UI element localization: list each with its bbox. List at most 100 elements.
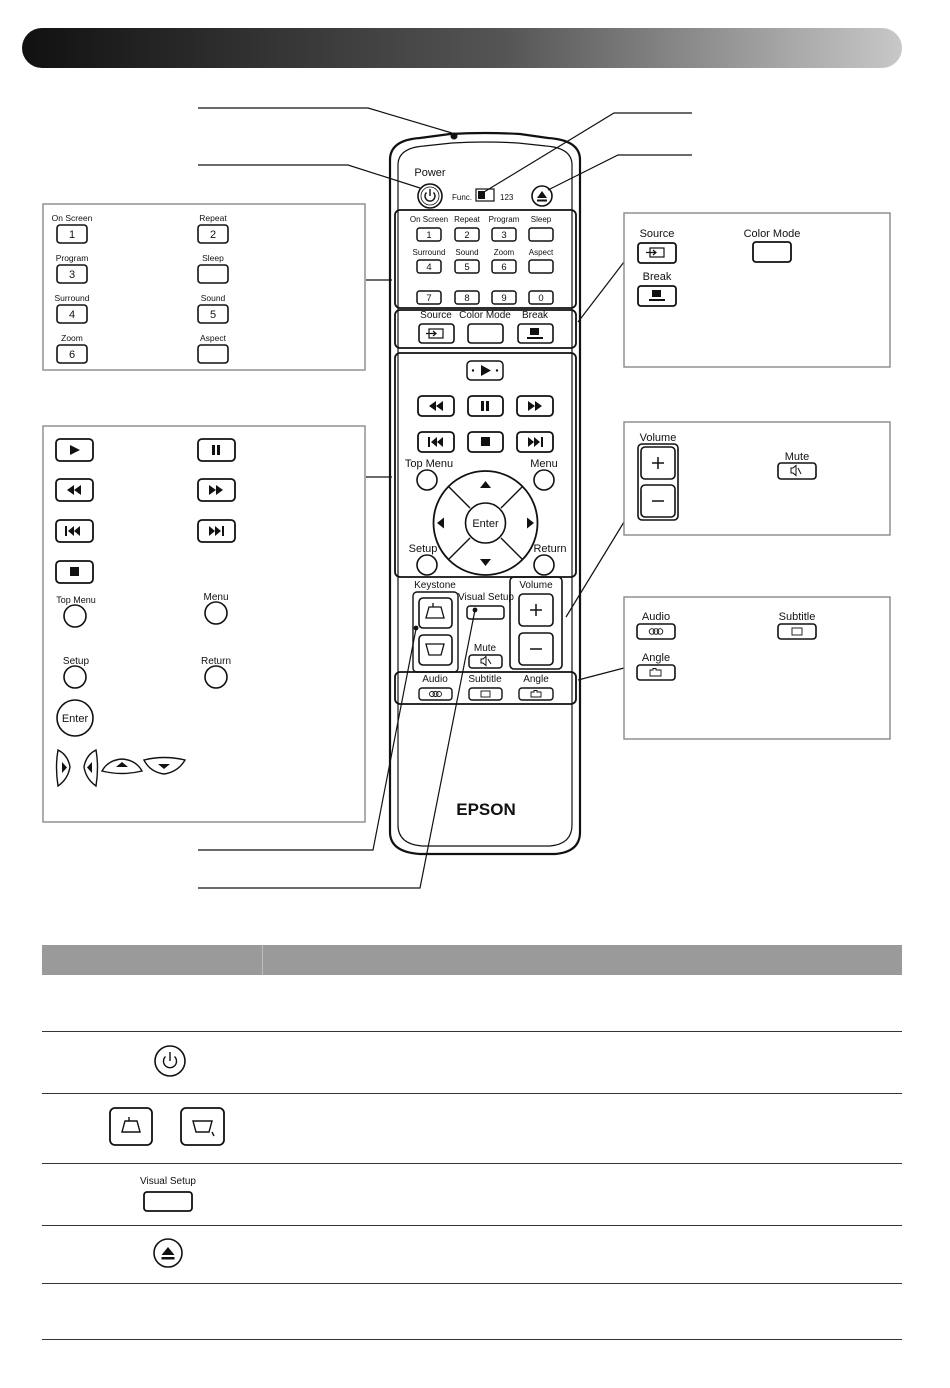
callout-return-button [204,665,228,689]
keypad-digit: 8 [464,293,469,304]
audio-button[interactable] [418,687,453,701]
cup-icon [649,290,665,301]
callout-key-button: 4 [56,304,88,324]
keypad-button[interactable]: 1 [416,227,442,242]
keypad-label: Repeat [454,215,481,224]
color-mode-button[interactable] [467,323,504,344]
callout-angle-label: Angle [642,652,670,664]
eject-button[interactable] [531,185,553,207]
keypad-button[interactable] [528,227,554,242]
keypad-digit: 1 [426,230,431,241]
audio-label: Audio [422,674,448,685]
keypad-button[interactable]: 0 [528,290,554,305]
callout-previous-button [55,519,94,543]
keypad-button[interactable]: 4 [416,259,442,274]
mute-button[interactable] [468,654,503,669]
callout-source-button [637,242,677,264]
func-switch[interactable] [475,188,495,202]
remote-source-group [394,309,577,349]
callout-key-label: On Screen [52,213,93,223]
stop-icon [481,437,490,446]
fast-forward-icon [209,485,223,495]
callout-subtitle-button [777,623,817,640]
audio-icon [648,628,664,635]
keypad-button[interactable]: 7 [416,290,442,305]
menu-button[interactable] [533,469,555,491]
keypad-button[interactable]: 2 [454,227,480,242]
volume-down-button[interactable] [518,632,554,666]
keypad-label: Sleep [531,215,552,224]
keypad-button[interactable]: 9 [491,290,517,305]
remote-keypad-group [394,209,577,309]
table-eject-button [153,1237,184,1268]
section-header-bar [22,28,902,68]
mute-icon [480,655,492,667]
play-button[interactable] [466,360,504,381]
callout-menu-button [204,601,228,625]
keypad-button[interactable]: 8 [454,290,480,305]
subtitle-button[interactable] [468,687,503,701]
fast-forward-icon [528,401,542,411]
func-switch-alt-label: 123 [500,193,514,202]
keypad-digit: 7 [426,293,431,304]
angle-button[interactable] [518,687,554,701]
keypad-digit: 5 [464,262,469,273]
callout-color-mode-button [752,241,792,263]
rewind-button[interactable] [417,395,455,417]
enter-button[interactable] [464,502,507,544]
next-button[interactable] [516,431,554,453]
rewind-icon [67,485,81,495]
color-mode-label: Color Mode [459,310,511,321]
callout-key-label: Zoom [61,333,83,343]
brand-logo: EPSON [456,800,516,819]
volume-label: Volume [519,580,553,591]
keypad-digit: 4 [426,262,431,273]
callout-key-label: Sleep [202,253,224,263]
power-button[interactable] [417,183,443,209]
keypad-button[interactable]: 3 [491,227,517,242]
keypad-button[interactable]: 6 [491,259,517,274]
keypad-label: Program [489,215,520,224]
previous-icon [65,526,80,536]
angle-label: Angle [523,674,549,685]
callout-key-label: Surround [55,293,90,303]
callout-pause-button [197,438,236,462]
pause-icon [212,445,220,455]
setup-button[interactable] [416,554,438,576]
callout-key-button: 3 [56,264,88,284]
stop-button[interactable] [467,431,504,453]
visual-setup-button[interactable] [466,605,505,620]
break-button[interactable] [517,323,554,344]
source-button[interactable] [418,323,455,344]
top-menu-button[interactable] [416,469,438,491]
keypad-label: On Screen [410,215,448,224]
keypad-button[interactable]: 5 [454,259,480,274]
table-row [42,1283,902,1340]
volume-up-button[interactable] [518,593,554,627]
callout-key-button: 2 [197,224,229,244]
keystone-down-button[interactable] [418,634,453,666]
keypad-button[interactable] [528,259,554,274]
break-label: Break [522,310,549,321]
callout-arrow-keys [55,748,187,788]
next-icon [528,437,543,447]
callout-subtitle-label: Subtitle [779,611,816,623]
pause-button[interactable] [467,395,504,417]
table-row [42,1031,902,1094]
keypad-digit: 3 [501,230,506,241]
previous-button[interactable] [417,431,455,453]
callout-volume-label: Volume [640,432,677,444]
callout-color-mode-label: Color Mode [744,228,801,240]
callout-key-button: 5 [197,304,229,324]
callout-volume-down-button [640,484,676,518]
subtitle-icon [480,690,491,698]
keystone-up-button[interactable] [418,597,453,629]
return-button[interactable] [533,554,555,576]
plus-icon [530,604,542,616]
table-row [42,975,902,1032]
leader-dot [472,607,478,613]
keypad-digit: 9 [501,293,506,304]
arrow-up-icon [480,481,491,488]
fast-forward-button[interactable] [516,395,554,417]
play-icon [481,365,491,376]
